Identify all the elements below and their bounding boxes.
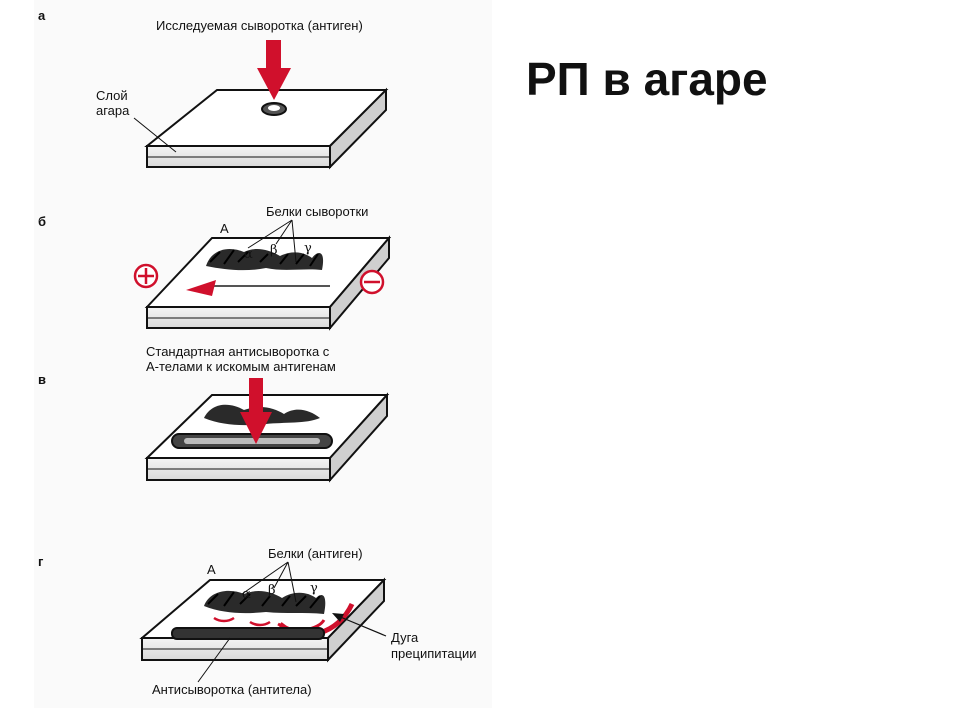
migration-arrowhead (186, 280, 216, 296)
antiserum-label: Антисыворотка (антитела) (152, 682, 312, 697)
cathode-symbol (359, 269, 385, 295)
panel-d-letter: г (38, 554, 44, 569)
antiserum-trough-d (171, 627, 325, 640)
sample-arrow (257, 40, 291, 100)
panel-d-caption: Белки (антиген) (268, 546, 363, 561)
arc-label-line1: Дуга (391, 630, 419, 645)
panel-c-caption-line1: Стандартная антисыворотка с (146, 344, 330, 359)
protein-smear-d (204, 590, 326, 614)
panel-d: г Белки (антиген) А α β γ Дуга преципита… (38, 546, 477, 697)
gamma-label-d: γ (310, 581, 318, 596)
alpha-label-d: α (242, 587, 251, 602)
diagram-svg: а Исследуемая сыворотка (антиген) Слой а… (38, 8, 477, 697)
precipitation-diagram: а Исследуемая сыворотка (антиген) Слой а… (34, 0, 492, 708)
beta-label-d: β (268, 583, 276, 598)
beta-label-b: β (270, 243, 278, 258)
agar-label-line1: Слой (96, 88, 128, 103)
panel-c-caption-line2: А-телами к искомым антигенам (146, 359, 336, 374)
protein-smear-b (206, 248, 324, 271)
arc-label-leader (337, 615, 387, 637)
panel-c: в Стандартная антисыворотка с А-телами к… (38, 344, 390, 483)
panel-d-marker: А (207, 562, 216, 577)
panel-b-letter: б (38, 214, 46, 229)
antiserum-arrow (240, 378, 272, 444)
slide-title: РП в агаре (526, 53, 768, 105)
antiserum-label-leader (197, 637, 231, 683)
protein-leaders-d (241, 561, 297, 603)
antiserum-trough-inner (184, 438, 320, 444)
panel-a-caption: Исследуемая сыворотка (антиген) (156, 18, 363, 33)
panel-a-letter: а (38, 8, 46, 23)
gamma-label-b: γ (304, 241, 312, 256)
agar-label-line2: агара (96, 103, 130, 118)
alpha-label-b: α (244, 247, 253, 262)
sample-well-inner (268, 105, 280, 111)
protein-leaders-b (247, 219, 297, 263)
arc-label-line2: преципитации (391, 646, 477, 661)
agar-label-leader (133, 117, 177, 153)
arc-label-arrowhead (332, 613, 344, 622)
panel-c-letter: в (38, 372, 46, 387)
agar-plate-a (144, 87, 389, 170)
panel-a: а Исследуемая сыворотка (антиген) Слой а… (38, 8, 389, 170)
panel-b-marker: А (220, 221, 229, 236)
anode-symbol (133, 263, 159, 289)
panel-b: б Белки сыворотки А α β γ (38, 204, 392, 331)
panel-b-caption: Белки сыворотки (266, 204, 368, 219)
